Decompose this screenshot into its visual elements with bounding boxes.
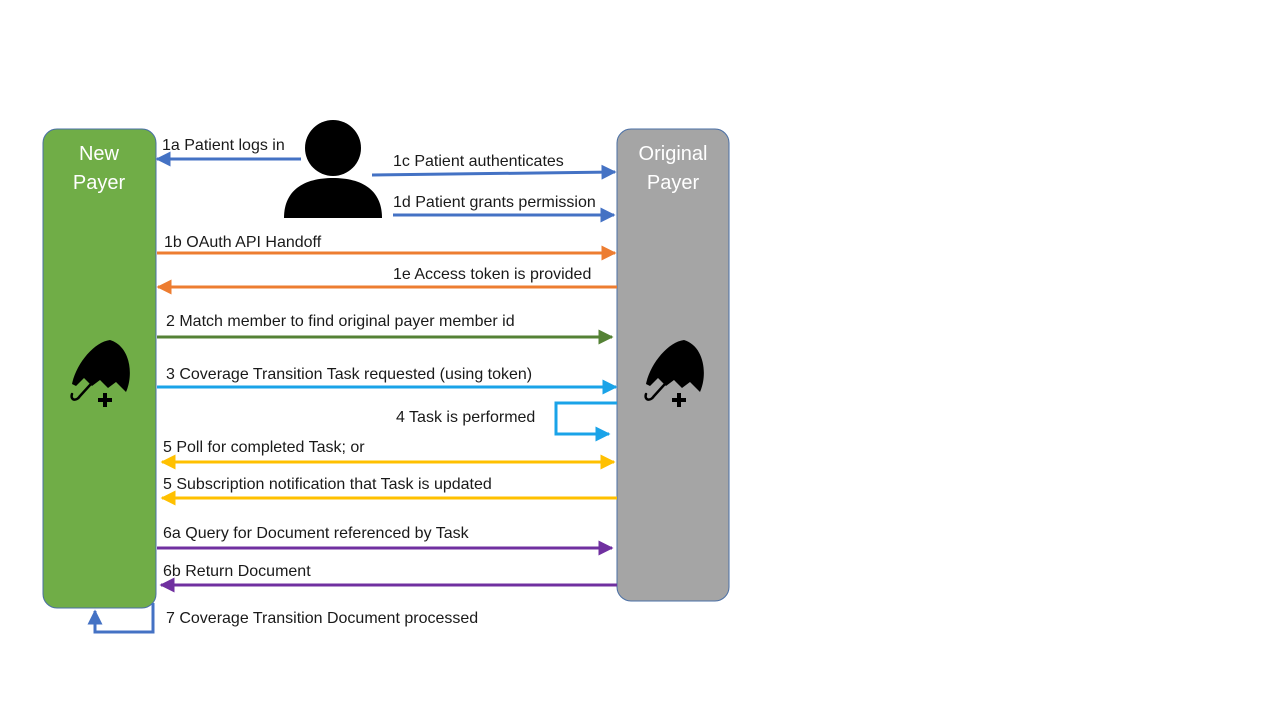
step-3-label: 3 Coverage Transition Task requested (us…: [166, 366, 532, 383]
step-1b-label: 1b OAuth API Handoff: [164, 234, 322, 251]
new-payer-box: New Payer: [42, 128, 157, 609]
step-1d-label: 1d Patient grants permission: [393, 194, 596, 211]
arrow-7: [87, 603, 155, 634]
step-2-label: 2 Match member to find original payer me…: [166, 313, 515, 330]
step-4-label: 4 Task is performed: [396, 409, 535, 426]
original-payer-title-line2: Payer: [647, 172, 700, 194]
step-7-label: 7 Coverage Transition Document processed: [166, 610, 478, 627]
step-6a-label: 6a Query for Document referenced by Task: [163, 525, 470, 542]
original-payer-title-line1: Original: [639, 143, 708, 165]
arrow-4: [554, 401, 617, 442]
new-payer-title-line1: New: [79, 143, 120, 165]
step-5a-label: 5 Poll for completed Task; or: [163, 439, 365, 456]
step-5b-label: 5 Subscription notification that Task is…: [163, 476, 492, 493]
umbrella-plus-icon: [70, 340, 130, 407]
new-payer-title-line2: Payer: [73, 172, 126, 194]
step-1c-label: 1c Patient authenticates: [393, 153, 564, 170]
arrow-1c: [371, 164, 617, 180]
person-icon: [284, 120, 382, 218]
step-1e-label: 1e Access token is provided: [393, 266, 591, 283]
step-1a-label: 1a Patient logs in: [162, 137, 285, 154]
original-payer-box: Original Payer: [616, 128, 730, 602]
umbrella-plus-icon: [644, 340, 704, 407]
step-6b-label: 6b Return Document: [163, 563, 311, 580]
